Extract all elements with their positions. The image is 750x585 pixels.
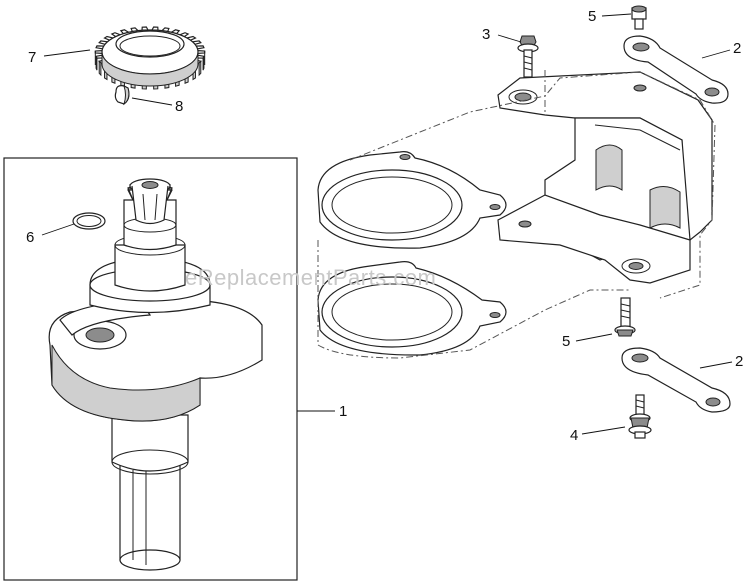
callout-2-bottom: 2 <box>735 353 743 370</box>
callout-5-bottom: 5 <box>562 333 570 350</box>
callout-1: 1 <box>339 403 347 420</box>
callout-7: 7 <box>28 49 36 66</box>
gear-tooth-side <box>95 56 98 71</box>
crankshaft <box>48 178 263 571</box>
crank-gear <box>94 26 206 90</box>
flange-bolt-bottom <box>614 297 636 337</box>
flange-bolt-top <box>517 35 539 78</box>
gear-tooth-side <box>98 60 102 77</box>
callout-5-top: 5 <box>588 8 596 25</box>
leader-lines <box>41 13 733 435</box>
stud-bolt <box>628 394 652 439</box>
callout-8: 8 <box>175 98 183 115</box>
callout-2-top: 2 <box>733 40 741 57</box>
woodruff-key <box>114 85 130 106</box>
callout-3: 3 <box>482 26 490 43</box>
gear-tooth <box>197 49 206 55</box>
link-bar-top <box>623 35 729 104</box>
gear-tooth-side <box>202 56 205 71</box>
callout-6: 6 <box>26 229 34 246</box>
bearing-frame <box>317 70 716 359</box>
crankshaft-kit-box <box>3 157 298 581</box>
gear-tooth <box>94 49 103 55</box>
o-ring <box>72 212 106 230</box>
gear-tooth-side <box>198 60 202 77</box>
watermark-text: eReplacementParts.com <box>185 265 436 290</box>
socket-screw-top <box>631 5 647 30</box>
link-bar-bottom <box>621 347 731 413</box>
callout-4: 4 <box>570 427 578 444</box>
